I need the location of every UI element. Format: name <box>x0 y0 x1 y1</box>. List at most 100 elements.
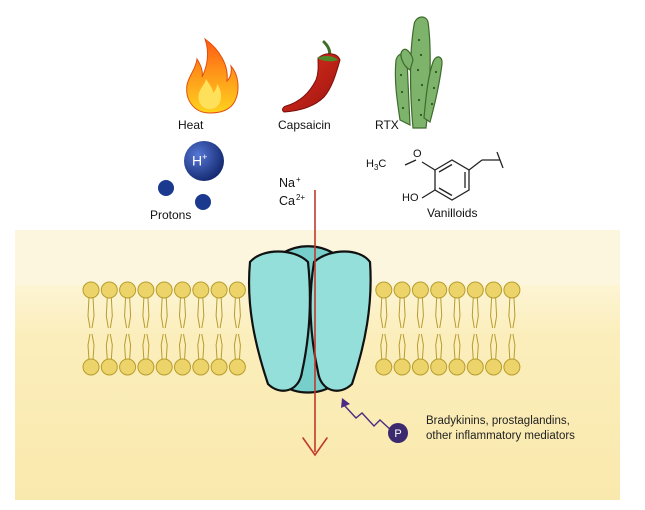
lipid-tail <box>124 296 128 329</box>
lipid-tail <box>178 333 182 361</box>
lipid-tail <box>494 333 498 361</box>
sodium-symbol: Na <box>279 176 295 190</box>
lipid-tail <box>490 296 494 329</box>
lipid-tail <box>219 296 223 329</box>
lipid-head <box>228 281 246 299</box>
lipid-head <box>174 358 191 376</box>
lipid-tail <box>494 296 498 329</box>
lipid-tail <box>128 296 132 329</box>
lipid-tail <box>178 296 182 329</box>
lipid-tail <box>416 296 420 329</box>
lipid-head <box>100 281 118 299</box>
lipid-tail <box>512 333 516 361</box>
lipid-tail <box>128 333 132 361</box>
lipid-tail <box>439 333 443 361</box>
proton-symbol: H <box>192 152 203 169</box>
lipid-tail <box>435 296 439 329</box>
lipid-tail <box>416 333 420 361</box>
proton-large <box>184 141 224 181</box>
lipid-tail <box>105 296 109 329</box>
lipid-tail <box>512 296 516 329</box>
lipid-tail <box>380 296 384 329</box>
lipid-head <box>485 281 503 299</box>
lipid-head <box>411 358 429 376</box>
proton-small-right <box>195 194 211 210</box>
lipid-tail <box>197 296 201 329</box>
lipid-tail <box>87 296 91 329</box>
lipid-head <box>82 281 100 299</box>
lipid-tail <box>439 296 443 329</box>
lipid-tail <box>508 333 512 361</box>
lipid-head <box>375 281 393 299</box>
lipid-tail <box>164 333 168 361</box>
calcium-ion-label: Ca2+ <box>279 193 305 208</box>
lipid-tail <box>233 296 237 329</box>
lipid-tail <box>201 333 205 361</box>
lipid-tail <box>183 333 187 361</box>
inflammatory-mediators-label: Bradykinins, prostaglandins, other infla… <box>426 415 575 442</box>
phosphorylation-zigzag <box>343 404 394 433</box>
lipid-tail <box>91 296 95 329</box>
lipid-head <box>119 358 137 376</box>
lipid-head <box>448 358 466 376</box>
ion-flow-arrow <box>302 190 328 457</box>
proton-small-left <box>158 180 174 196</box>
methoxy-subscript: 3 <box>373 163 379 173</box>
lipid-tail <box>237 296 241 329</box>
lipid-head <box>393 281 411 299</box>
rtx-label: RTX <box>375 118 399 132</box>
lipid-tail <box>471 333 475 361</box>
lipid-head <box>155 358 173 376</box>
lipid-tail <box>142 296 146 329</box>
lipid-head <box>466 281 484 299</box>
lipid-tail <box>146 296 150 329</box>
capsaicin-label: Capsaicin <box>278 118 331 132</box>
lipid-tail <box>457 296 461 329</box>
lipid-head <box>100 358 118 376</box>
lipid-tail <box>215 333 219 361</box>
lipid-head <box>503 358 521 376</box>
lipid-head <box>210 281 228 299</box>
p-badge <box>388 423 408 443</box>
lipid-tail <box>233 333 237 361</box>
lipid-tail <box>384 296 388 329</box>
lipid-tail <box>453 296 457 329</box>
lipid-tail <box>109 333 113 361</box>
lipid-head <box>82 358 100 376</box>
lipid-tail <box>471 296 475 329</box>
lipid-tail <box>183 296 187 329</box>
lipid-tail <box>508 296 512 329</box>
lipid-head <box>448 281 466 299</box>
channel-left-subunit <box>247 250 312 392</box>
lipid-tail <box>105 333 109 361</box>
methoxy-group-label: H3C <box>366 158 386 172</box>
lipid-tail <box>146 333 150 361</box>
lipid-tail <box>420 296 424 329</box>
lipid-head <box>210 358 228 376</box>
calcium-symbol: Ca <box>279 194 295 208</box>
lipid-tail <box>197 333 201 361</box>
lipid-tail <box>453 333 457 361</box>
lipid-tail <box>420 333 424 361</box>
flame-icon <box>186 37 239 114</box>
lipid-tail <box>109 296 113 329</box>
lipid-tail <box>219 333 223 361</box>
lipid-bilayer <box>82 281 521 376</box>
lipid-tail <box>457 333 461 361</box>
lipid-head <box>174 281 191 299</box>
lipid-tail <box>435 333 439 361</box>
lipid-head <box>228 358 246 376</box>
lipid-head <box>375 358 393 376</box>
channel-right-subunit <box>309 250 372 392</box>
protons-label: Protons <box>150 208 192 222</box>
lipid-tail <box>142 333 146 361</box>
lipid-head <box>485 358 503 376</box>
lipid-head <box>393 358 411 376</box>
lipid-tail <box>164 296 168 329</box>
lipid-tail <box>398 333 402 361</box>
lipid-head <box>430 281 448 299</box>
lipid-tail <box>475 333 479 361</box>
lipid-head <box>119 281 137 299</box>
lipid-tail <box>124 333 128 361</box>
